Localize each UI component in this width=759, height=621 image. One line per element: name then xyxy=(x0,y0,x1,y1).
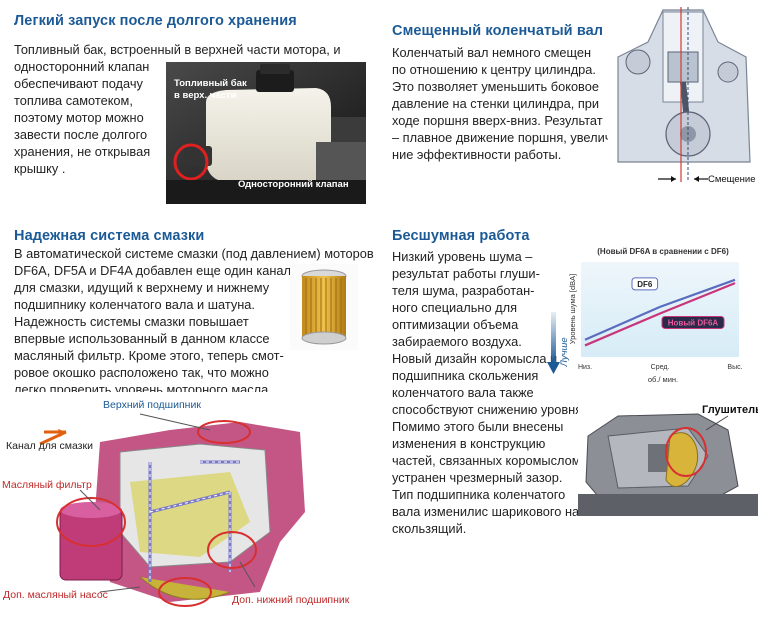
text-line: завести после долгого xyxy=(14,127,148,142)
x-tick-label: Сред. xyxy=(651,364,670,371)
section3-heading: Надежная система смазки xyxy=(14,228,205,244)
oil-channel-label: Канал для смазки xyxy=(6,440,93,452)
series-line-new-df6a xyxy=(584,282,736,347)
text-line: подшипнику коленчатого вала и шатуна. xyxy=(14,297,255,312)
text-line: обеспечивают подачу xyxy=(14,76,143,91)
section1-text: Топливный бак, встроенный в верхней част… xyxy=(14,41,341,177)
noise-chart: (Новый DF6A в сравнении с DF6) Уровень ш… xyxy=(545,242,755,386)
text-line: Низкий уровень шума – xyxy=(392,249,533,264)
offset-label: Смещение xyxy=(708,174,756,185)
text-line: Тип подшипника коленчатого xyxy=(392,487,566,502)
text-line: Новый дизайн коромысла и xyxy=(392,351,558,366)
upper-bearing-label: Верхний подшипник xyxy=(103,399,201,411)
text-line: Топливный бак, встроенный в верхней част… xyxy=(14,42,341,57)
oil-filter-photo xyxy=(290,264,358,350)
text-line: скользящий. xyxy=(392,521,467,536)
text-line: Помимо этого были внесены xyxy=(392,419,564,434)
text-line: В автоматической системе смазки (под дав… xyxy=(14,246,374,261)
text-line: поэтому мотор можно xyxy=(14,110,144,125)
text-line: масляный фильтр. Кроме этого, теперь смо… xyxy=(14,348,284,363)
series-label-new-df6a: Новый DF6A xyxy=(661,315,725,329)
text-line: топлива самотеком, xyxy=(14,93,133,108)
text-line: результат работы глуши- xyxy=(392,266,540,281)
section1-heading: Легкий запуск после долгого хранения xyxy=(14,13,297,29)
text-line: – плавное движение поршня, увеличе- xyxy=(392,130,623,145)
text-line: ного специально для xyxy=(392,300,518,315)
section2-heading: Смещенный коленчатый вал xyxy=(392,23,604,39)
text-line: для смазки, идущий к верхнему и нижнему xyxy=(14,280,270,295)
muffler-label: Глушитель xyxy=(702,404,758,416)
text-line: забираемого воздуха. xyxy=(392,334,522,349)
series-label-df6: DF6 xyxy=(631,277,659,291)
fuel-tank-photo: Топливный бак в верх. части Односторонни… xyxy=(166,62,366,204)
text-line: односторонний клапан xyxy=(14,59,150,74)
x-tick-label: Выс. xyxy=(727,364,742,371)
muffler-photo: Глушитель xyxy=(578,396,758,516)
better-label: Лучше xyxy=(559,337,570,367)
section4-text: Низкий уровень шума – результат работы г… xyxy=(392,248,622,537)
section2-text: Коленчатый вал немного смещен по отношен… xyxy=(392,44,623,163)
text-line: подшипника скольжения xyxy=(392,368,539,383)
lower-bearing-label: Доп. нижний подшипник xyxy=(232,594,350,606)
text-line: Коленчатый вал немного смещен xyxy=(392,45,592,60)
text-line: устранен чрезмерный зазор. xyxy=(392,470,563,485)
text-line: Надежность системы смазки повышает xyxy=(14,314,249,329)
x-tick-label: Низ. xyxy=(578,364,592,371)
plot-area xyxy=(581,262,739,357)
svg-text:Новый DF6A: Новый DF6A xyxy=(668,318,719,327)
text-line: теля шума, разработан- xyxy=(392,283,535,298)
text-line: DF6A, DF5A и DF4A добавлен еще один кана… xyxy=(14,263,291,278)
text-line: крышку . xyxy=(14,161,66,176)
text-line: по отношению к центру цилиндра. xyxy=(392,62,596,77)
section4-heading: Бесшумная работа xyxy=(392,228,530,244)
text-line: оптимизации объема xyxy=(392,317,519,332)
text-line: ровое окошко расположено так, что можно xyxy=(14,365,269,380)
text-line: вала изменилис шарикового на xyxy=(392,504,580,519)
text-line: хранения, не открывая xyxy=(14,144,151,159)
text-line: способствуют снижению уровня шума. xyxy=(392,402,622,417)
text-line: изменения в конструкцию xyxy=(392,436,546,451)
text-line: частей, связанных коромыслом, xyxy=(392,453,585,468)
tank-label-line2: в верх. части xyxy=(174,90,237,101)
svg-text:DF6: DF6 xyxy=(637,280,653,289)
valve-label: Односторонний клапан xyxy=(238,179,349,190)
y-axis-label: Уровень шума [dBA] xyxy=(568,274,577,344)
tank-label-line1: Топливный бак xyxy=(174,78,247,89)
text-line: Это позволяет уменьшить боковое xyxy=(392,79,599,94)
text-line: давление на стенки цилиндра, при xyxy=(392,96,600,111)
text-line: коленчатого вала также xyxy=(392,385,534,400)
series-line-df6 xyxy=(584,278,736,341)
oil-pump-label: Доп. масляный насос xyxy=(3,589,108,601)
chart-title: (Новый DF6A в сравнении с DF6) xyxy=(597,247,729,256)
text-line: впервые использованный в данном классе xyxy=(14,331,270,346)
text-line: ходе поршня вверх-вниз. Результат xyxy=(392,113,603,128)
better-arrow-head xyxy=(547,362,560,374)
lubrication-diagram: Верхний подшипник Канал для смазки Масля… xyxy=(0,392,372,621)
x-axis-label: об./ мин. xyxy=(648,375,678,384)
crankshaft-diagram: Смещение xyxy=(608,2,756,190)
better-arrow-shaft xyxy=(551,312,556,364)
oil-filter-label: Масляный фильтр xyxy=(2,479,92,491)
text-line: ние эффективности работы. xyxy=(392,147,562,162)
